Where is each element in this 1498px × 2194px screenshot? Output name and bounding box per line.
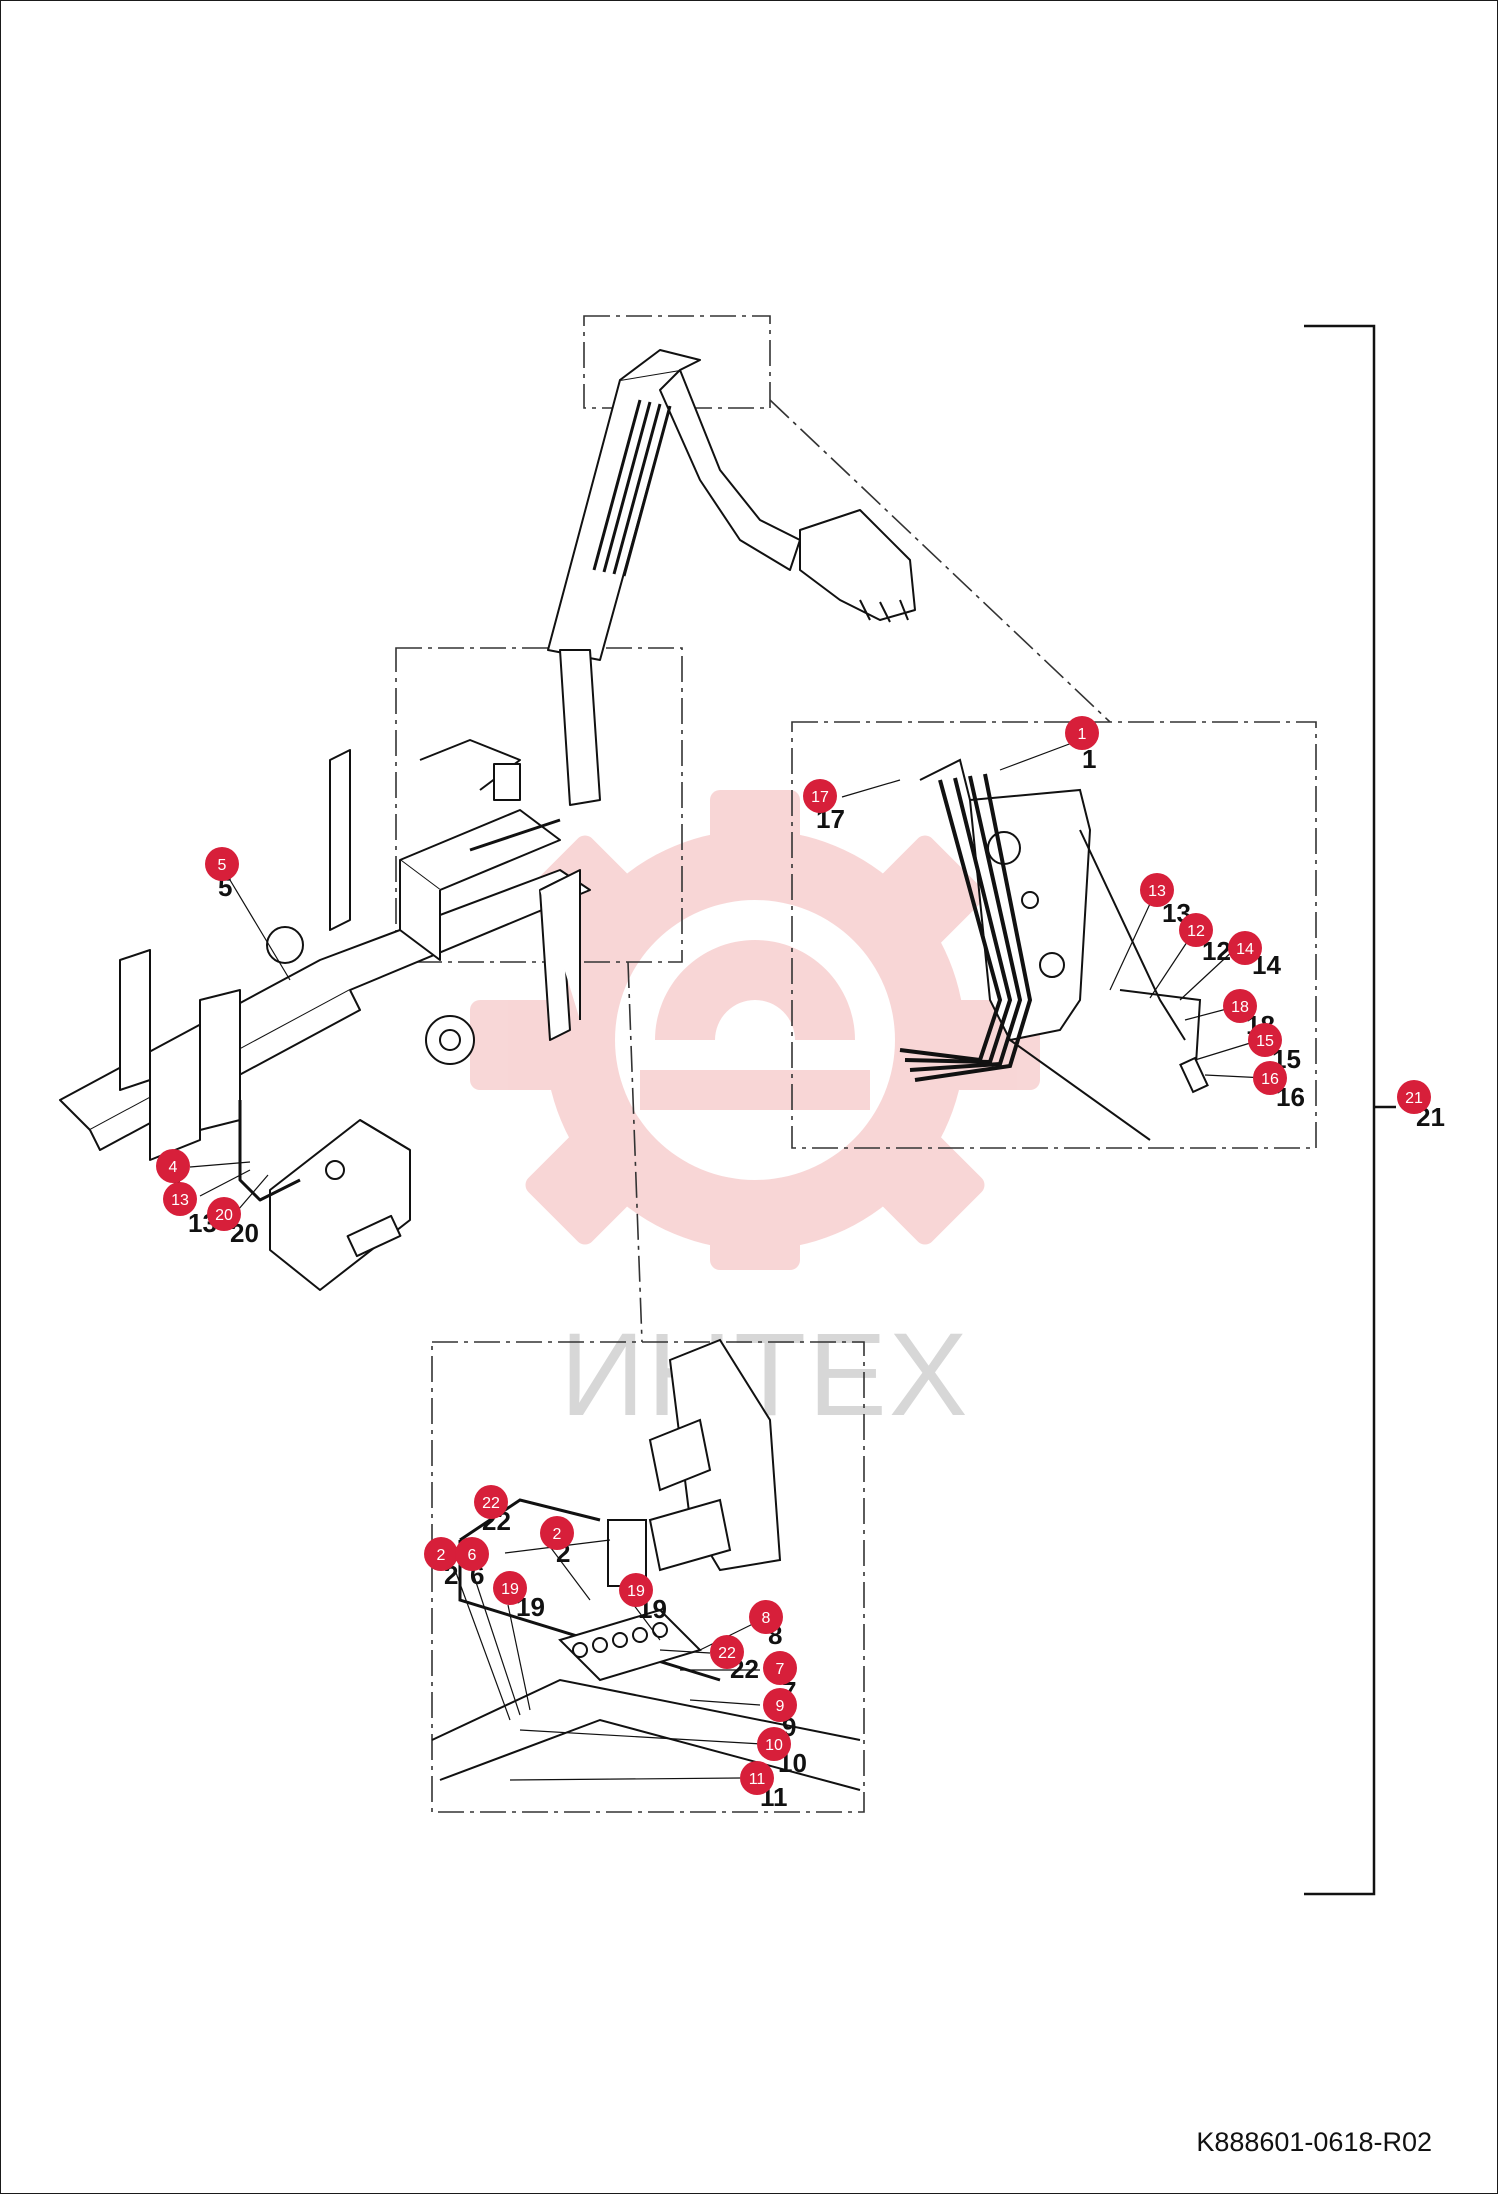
- leader-frame-link-2: [627, 961, 643, 1343]
- boom-hoses-detail: [899, 758, 1209, 1141]
- detail-frames: [395, 315, 1317, 1813]
- callout-badge-number: 1: [1078, 726, 1087, 743]
- callout-badge-number: 19: [501, 1581, 519, 1598]
- callout-badge-number: 20: [215, 1207, 233, 1224]
- callout-badge-number: 22: [482, 1495, 500, 1512]
- callout-badge-circle: [803, 779, 837, 813]
- callout-badge-circle: [156, 1149, 190, 1183]
- callout-badge-number: 14: [1236, 941, 1254, 958]
- leader-lines: [189, 739, 1267, 1781]
- callout-badge-number: 9: [776, 1698, 785, 1715]
- callout-badge-circle: [749, 1600, 783, 1634]
- callout-badge-circle: [474, 1485, 508, 1519]
- callout-badge-circle: [619, 1573, 653, 1607]
- callout-5: 55: [205, 847, 239, 902]
- backhoe-illustration: [59, 349, 916, 1291]
- callout-badge-circle: [1253, 1061, 1287, 1095]
- detail-frame-valve-upper: [395, 647, 683, 963]
- callout-badge-circle: [424, 1537, 458, 1571]
- callout-badge-circle: [205, 847, 239, 881]
- callout-badge-circle: [763, 1651, 797, 1685]
- callout-badge-number: 7: [776, 1661, 785, 1678]
- assembly-bracket: [1304, 324, 1396, 1896]
- callout-badge-circle: [740, 1761, 774, 1795]
- callout-badge-number: 4: [169, 1159, 178, 1176]
- callout-badge-circle: [540, 1516, 574, 1550]
- callout-badge-circle: [455, 1537, 489, 1571]
- detail-frame-valve-lower: [431, 1341, 865, 1813]
- detail-frame-boom-hoses: [791, 721, 1317, 1149]
- callout-badge-circle: [1228, 931, 1262, 965]
- callout-2: 22: [540, 1516, 574, 1568]
- callout-badge-number: 17: [811, 789, 829, 806]
- callout-8: 88: [749, 1600, 783, 1650]
- callout-badge-circle: [163, 1182, 197, 1216]
- callout-badge-number: 8: [762, 1610, 771, 1627]
- callout-badge-number: 16: [1261, 1071, 1279, 1088]
- valve-lower-detail: [431, 1338, 861, 1791]
- callout-badge-number: 5: [218, 857, 227, 874]
- callout-badge-number: 6: [468, 1547, 477, 1564]
- callout-badge-circle: [207, 1197, 241, 1231]
- callout-badge-number: 21: [1405, 1090, 1423, 1107]
- callout-badge-number: 18: [1231, 999, 1249, 1016]
- callout-badge-number: 2: [553, 1526, 562, 1543]
- callout-number-label: 1: [1082, 744, 1096, 774]
- callout-badge-number: 2: [437, 1547, 446, 1564]
- callout-badge-circle: [763, 1688, 797, 1722]
- callout-badge-circle: [493, 1571, 527, 1605]
- callout-badge-circle: [1397, 1080, 1431, 1114]
- callout-badge-circle: [757, 1727, 791, 1761]
- callout-badge-circle: [1179, 913, 1213, 947]
- callout-badge-circle: [1140, 873, 1174, 907]
- callout-badge-circle: [1223, 989, 1257, 1023]
- callout-badge-number: 12: [1187, 923, 1205, 940]
- callout-badge-circle: [1248, 1023, 1282, 1057]
- leader-frame-link-1: [769, 399, 1111, 723]
- callout-2: 22: [424, 1537, 458, 1590]
- callout-badge-number: 13: [171, 1192, 189, 1209]
- callout-badge-number: 11: [749, 1771, 766, 1788]
- document-code: K888601-0618-R02: [1196, 2127, 1432, 2157]
- callout-badge-number: 15: [1256, 1033, 1274, 1050]
- callout-layer: 5544131320201117171313121214141818151516…: [156, 716, 1445, 1812]
- callout-6: 66: [455, 1537, 489, 1590]
- callout-badge-number: 22: [718, 1645, 736, 1662]
- callout-badge-number: 10: [765, 1737, 783, 1754]
- callout-1: 11: [1065, 716, 1099, 774]
- callout-badge-circle: [1065, 716, 1099, 750]
- callout-badge-number: 19: [627, 1583, 645, 1600]
- callout-badge-circle: [710, 1635, 744, 1669]
- callout-badge-number: 13: [1148, 883, 1166, 900]
- watermark-gear-logo: [470, 790, 1040, 1270]
